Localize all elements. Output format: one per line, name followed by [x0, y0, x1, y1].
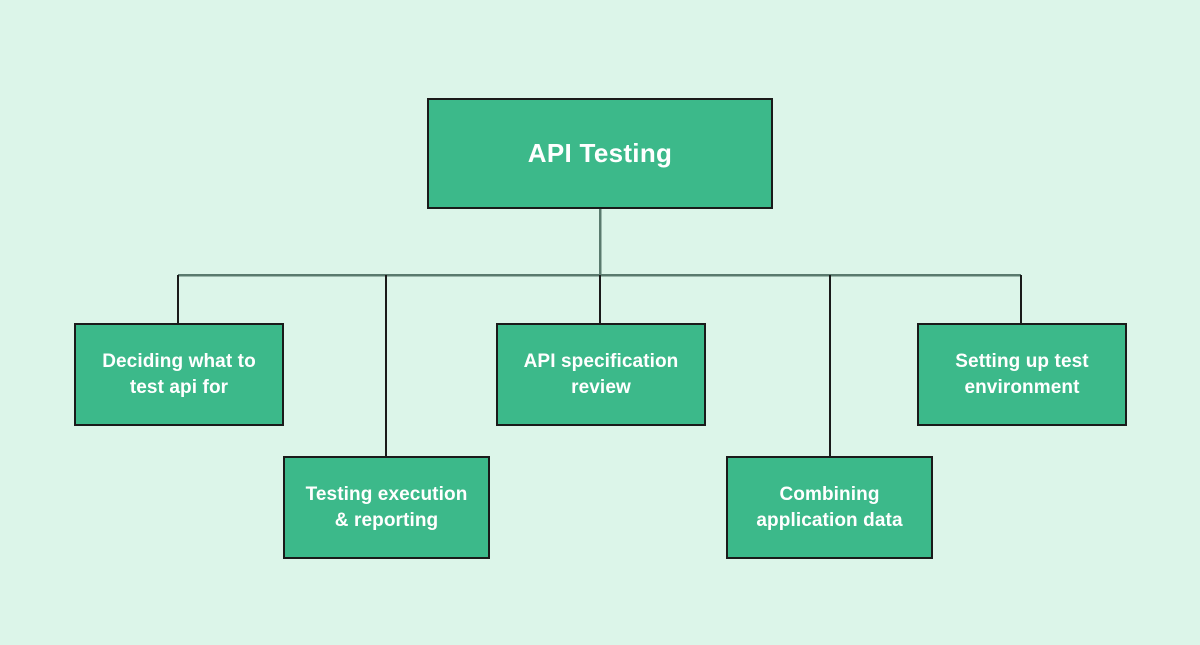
node-api-specification-review[interactable]: API specification review: [496, 323, 706, 426]
node-setting-up-test-environment[interactable]: Setting up test environment: [917, 323, 1127, 426]
node-root-api-testing[interactable]: API Testing: [427, 98, 773, 209]
node-testing-execution-reporting[interactable]: Testing execution & reporting: [283, 456, 490, 559]
node-deciding-what-to-test[interactable]: Deciding what to test api for: [74, 323, 284, 426]
node-combining-application-data[interactable]: Combining application data: [726, 456, 933, 559]
